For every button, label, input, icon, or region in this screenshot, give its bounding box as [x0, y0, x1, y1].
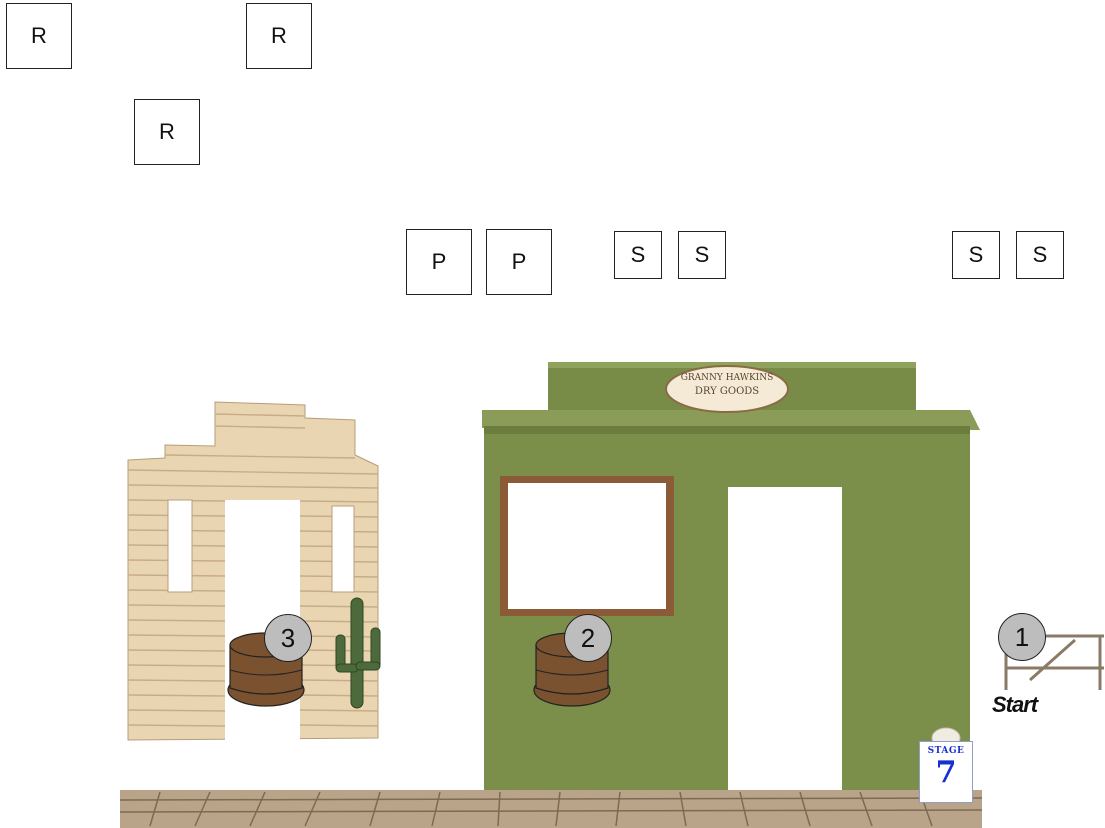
stage-number: 7	[920, 756, 972, 790]
store-sign: GRANNY HAWKINS DRY GOODS	[668, 372, 786, 398]
hat-2-number-badge: 2	[564, 614, 612, 662]
dry-goods-store	[482, 362, 980, 792]
store-sign-line2: DRY GOODS	[668, 385, 786, 398]
store-sign-line1: GRANNY HAWKINS	[668, 372, 786, 385]
stage-badge: STAGE 7	[919, 741, 973, 803]
hat-3-number-badge: 3	[264, 614, 312, 662]
start-label[interactable]: Start	[992, 692, 1037, 718]
start-number-badge: 1	[998, 613, 1046, 661]
boardwalk	[120, 790, 982, 828]
